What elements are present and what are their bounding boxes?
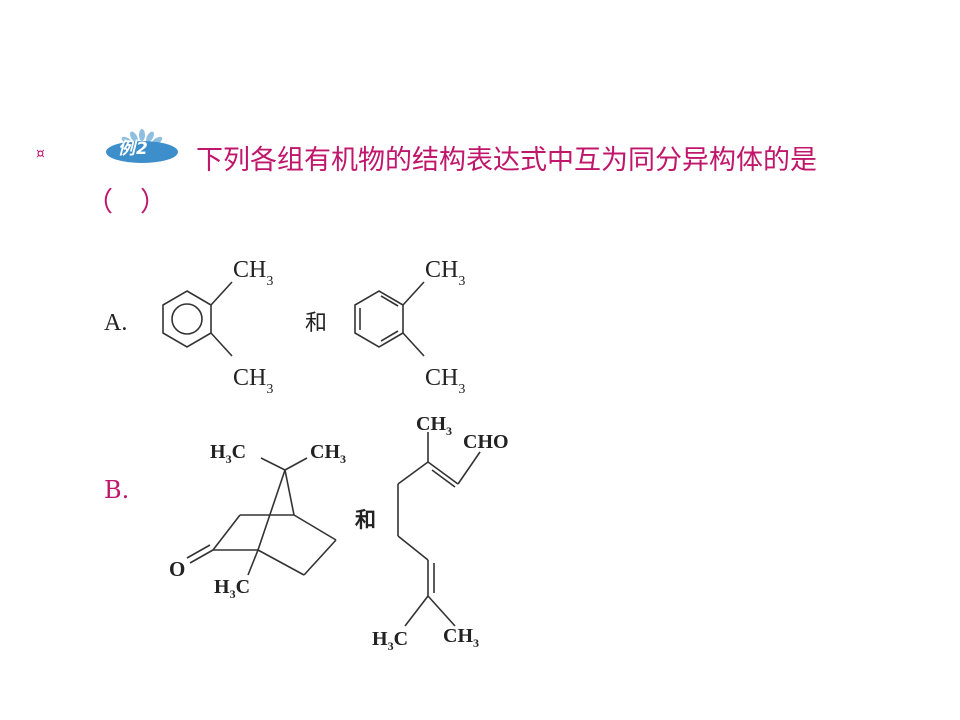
citral-h3c-bottom: H3C	[372, 628, 408, 653]
bullet-marker: ¤	[36, 146, 45, 162]
camphor-ch3-top: CH3	[310, 441, 346, 466]
example-label: 例2	[118, 139, 149, 159]
question-text: 下列各组有机物的结构表达式中互为同分异构体的是	[196, 145, 817, 176]
citral-skeleton	[397, 432, 481, 627]
citral-ch3-top: CH3	[416, 413, 452, 438]
a-right-top-ch3: CH3	[425, 257, 465, 289]
benzene-ring-circle	[162, 281, 233, 357]
camphor-skeleton	[186, 457, 337, 576]
camphor-h3c-top: H3C	[210, 441, 246, 466]
a-left-top-ch3: CH3	[233, 257, 273, 289]
a-right-bottom-ch3: CH3	[425, 365, 465, 397]
option-a-connector: 和	[305, 310, 327, 335]
citral-ch3-bottom: CH3	[443, 625, 479, 650]
example-badge-icon	[106, 129, 178, 163]
camphor-oxygen: O	[169, 557, 185, 581]
option-b-connector: 和	[355, 508, 376, 532]
option-b-label: B.	[104, 476, 130, 504]
answer-blank: （ ）	[86, 187, 167, 218]
a-left-bottom-ch3: CH3	[233, 365, 273, 397]
option-a-label: A.	[104, 310, 127, 336]
benzene-ring-kekule	[354, 281, 425, 357]
camphor-h3c-bottom: H3C	[214, 576, 250, 601]
citral-cho: CHO	[463, 431, 509, 453]
